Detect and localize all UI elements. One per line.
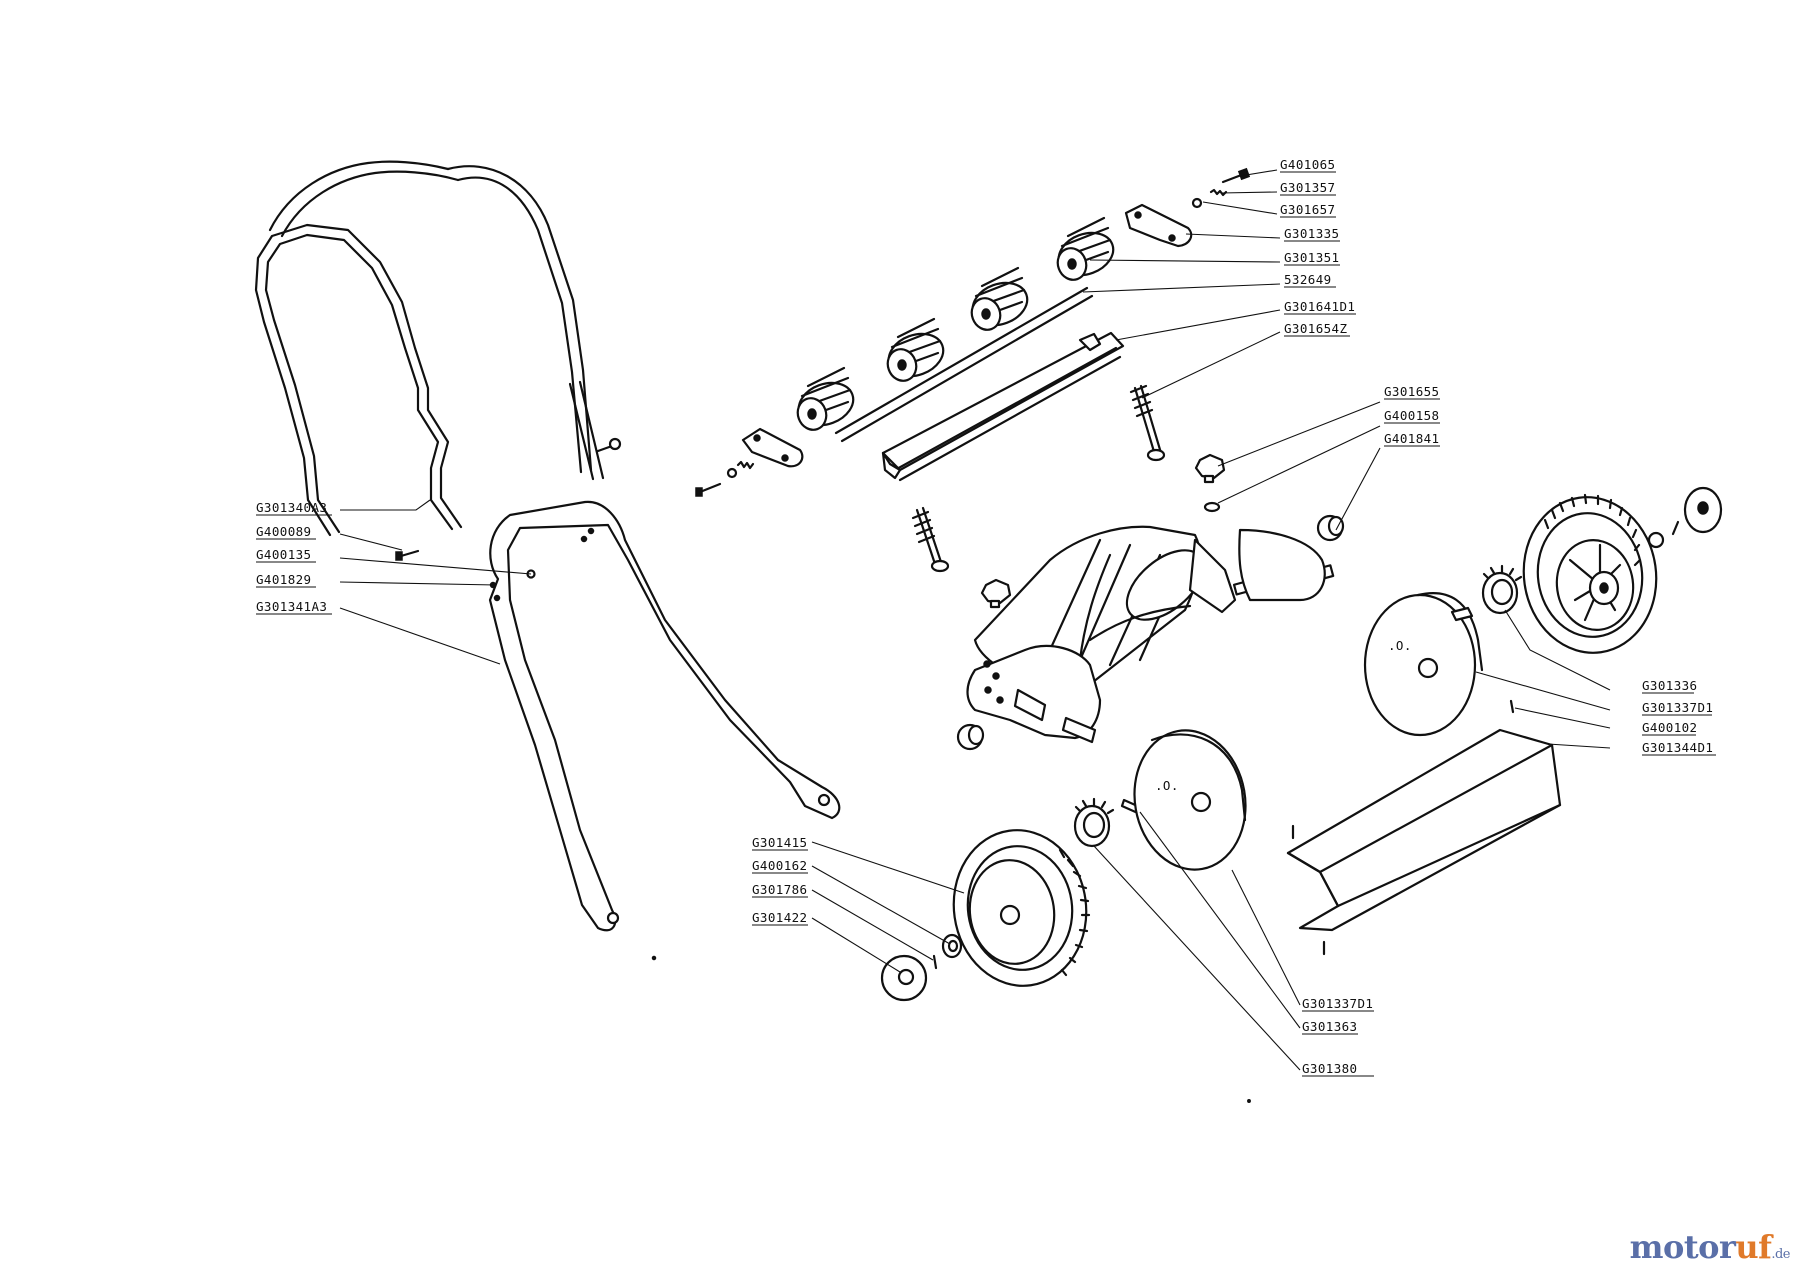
right-drive-gear-part <box>1481 564 1523 615</box>
label-G301422: G301422 <box>752 910 807 925</box>
label-G301357: G301357 <box>1280 180 1335 195</box>
leader-lines <box>339 169 1611 1071</box>
cutting-cylinder-frame <box>966 525 1335 744</box>
left-drive-gear-part <box>1073 797 1144 848</box>
lower-handle-part <box>488 500 841 932</box>
right-wheel-part <box>1522 493 1658 654</box>
label-G301655: G301655 <box>1384 384 1439 399</box>
label-G400135: G400135 <box>256 547 311 562</box>
label-G301415: G301415 <box>752 835 807 850</box>
watermark-brand-b: uf <box>1735 1228 1772 1266</box>
right-wheel-cover-part: .O. <box>1363 592 1484 737</box>
label-G301340A3: G301340A3 <box>256 500 327 515</box>
label-G301337D1-bottom: G301337D1 <box>1302 996 1373 1011</box>
bearing-part <box>956 514 1345 751</box>
label-G301341A3: G301341A3 <box>256 599 327 614</box>
svg-text:.O.: .O. <box>1388 638 1412 653</box>
front-roller-segments <box>796 216 1115 431</box>
right-pin-part <box>1450 486 1723 714</box>
left-wheel-cover-part: .O. <box>1133 729 1247 871</box>
svg-text:.O.: .O. <box>1155 778 1179 793</box>
left-wheel-part <box>952 829 1091 987</box>
label-G401841: G401841 <box>1384 431 1439 446</box>
label-G301344D1: G301344D1 <box>1642 740 1713 755</box>
watermark-suffix: .de <box>1771 1247 1790 1262</box>
adjuster-screw-part <box>695 167 1251 497</box>
star-knob-part <box>980 453 1226 633</box>
watermark-logo: motoruf.de <box>1629 1228 1791 1266</box>
label-G301336: G301336 <box>1642 678 1697 693</box>
label-G401829: G401829 <box>256 572 311 587</box>
label-G301641D1: G301641D1 <box>1284 299 1355 314</box>
label-G301380: G301380 <box>1302 1061 1357 1076</box>
label-G301335: G301335 <box>1284 226 1339 241</box>
roller-shaft-part <box>834 286 1094 443</box>
upper-handle-part <box>254 160 605 537</box>
watermark-brand-a: motor <box>1629 1228 1736 1266</box>
part-labels: G401065 G301357 G301657 G301335 G301351 … <box>256 157 1716 1077</box>
handle-bolt-part <box>395 437 1251 1103</box>
label-G301363: G301363 <box>1302 1019 1357 1034</box>
label-G400158: G400158 <box>1384 408 1439 423</box>
label-G301351: G301351 <box>1284 250 1339 265</box>
label-G400162: G400162 <box>752 858 807 873</box>
roller-bar-part <box>881 331 1125 482</box>
height-bolt-part <box>911 384 1166 573</box>
label-G301657: G301657 <box>1280 202 1335 217</box>
left-washer-part <box>880 933 963 1002</box>
label-G301786: G301786 <box>752 882 807 897</box>
label-532649: 532649 <box>1284 272 1332 287</box>
grass-deflector-part <box>1286 728 1562 956</box>
label-G400102: G400102 <box>1642 720 1697 735</box>
label-G301337D1-right: G301337D1 <box>1642 700 1713 715</box>
roller-bracket-part <box>741 203 1193 468</box>
label-G400089: G400089 <box>256 524 311 539</box>
label-G301654Z: G301654Z <box>1284 321 1347 336</box>
label-G401065: G401065 <box>1280 157 1335 172</box>
